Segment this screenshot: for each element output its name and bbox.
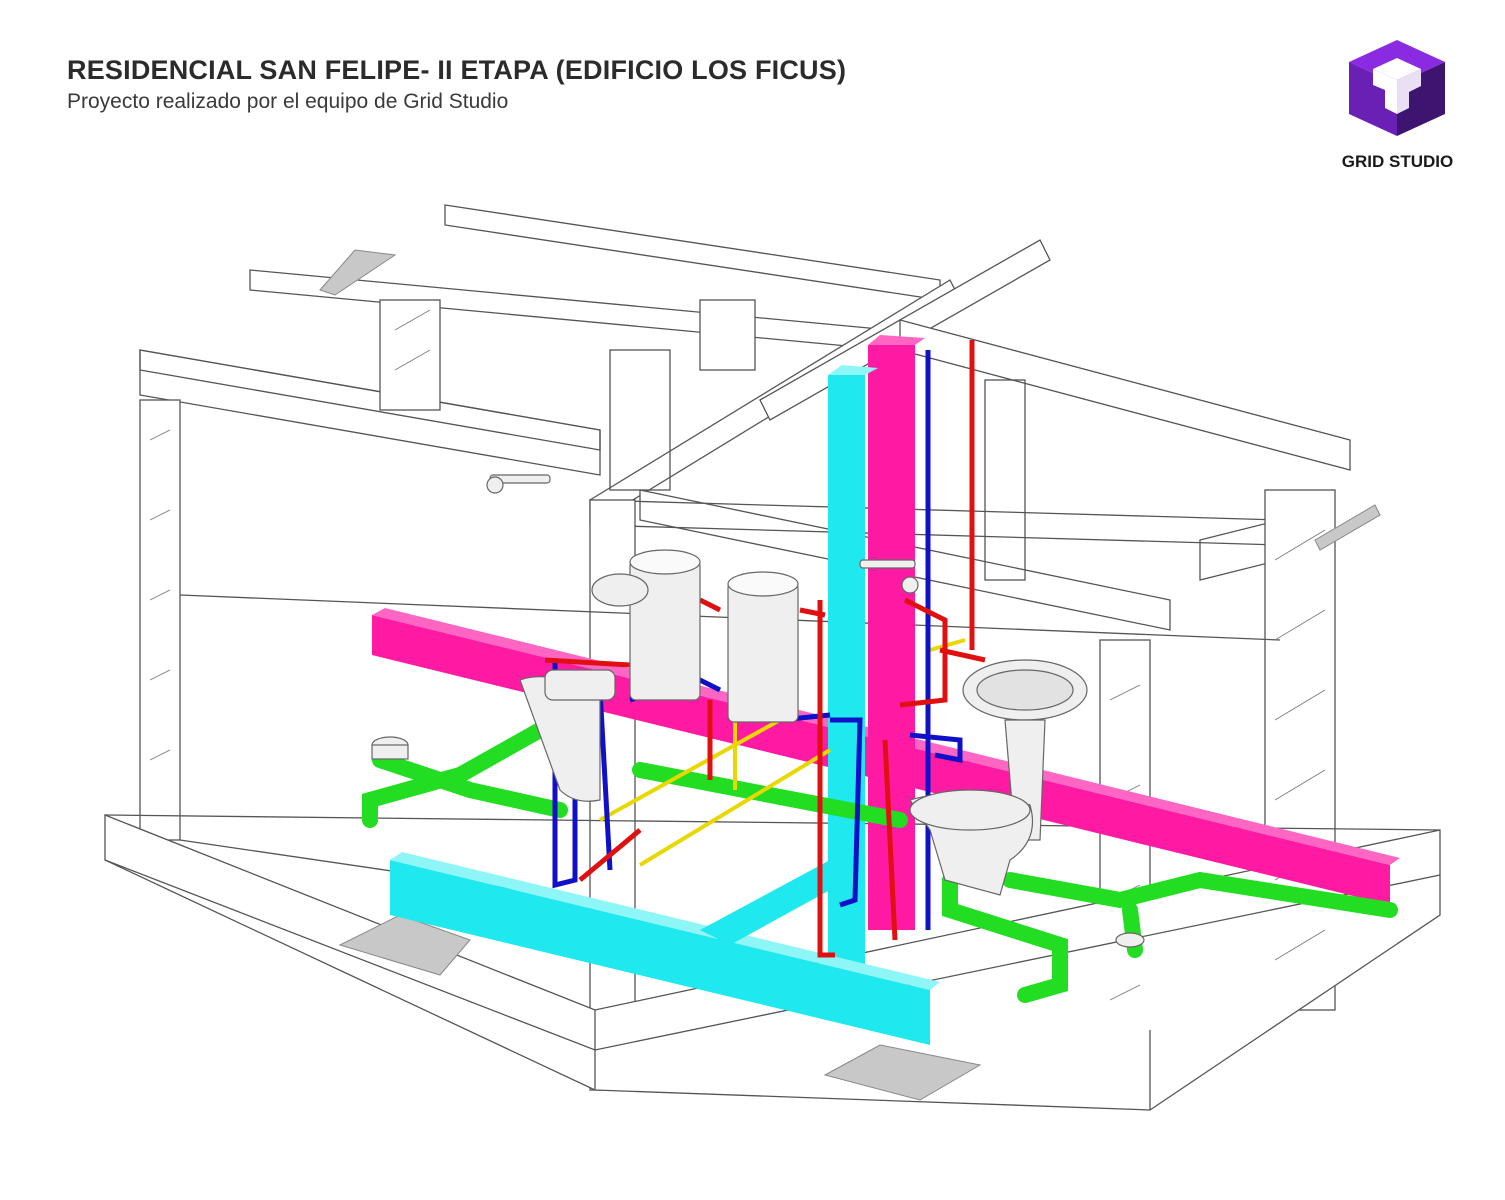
page-subtitle: Proyecto realizado por el equipo de Grid…	[67, 90, 509, 113]
shower-head-top	[486, 474, 551, 494]
page-title: RESIDENCIAL SAN FELIPE- II ETAPA (EDIFIC…	[67, 55, 847, 85]
logo-text: GRID STUDIO	[1341, 152, 1454, 171]
grid-studio-logo-icon	[1349, 40, 1445, 136]
toilet-right	[909, 789, 1034, 896]
drain-cap-right	[1115, 932, 1145, 948]
duct-magenta	[372, 335, 1400, 930]
water-heater-1	[629, 549, 701, 701]
sink-left	[591, 573, 649, 607]
pipes-vent	[599, 638, 966, 867]
drain-cap-left	[371, 736, 409, 760]
fixtures	[371, 474, 1145, 948]
pipes-hot-water	[544, 340, 986, 958]
water-heater-2	[727, 571, 799, 723]
toilet-left	[519, 669, 616, 802]
footings	[319, 249, 1381, 1101]
shower-head-middle	[859, 559, 919, 594]
